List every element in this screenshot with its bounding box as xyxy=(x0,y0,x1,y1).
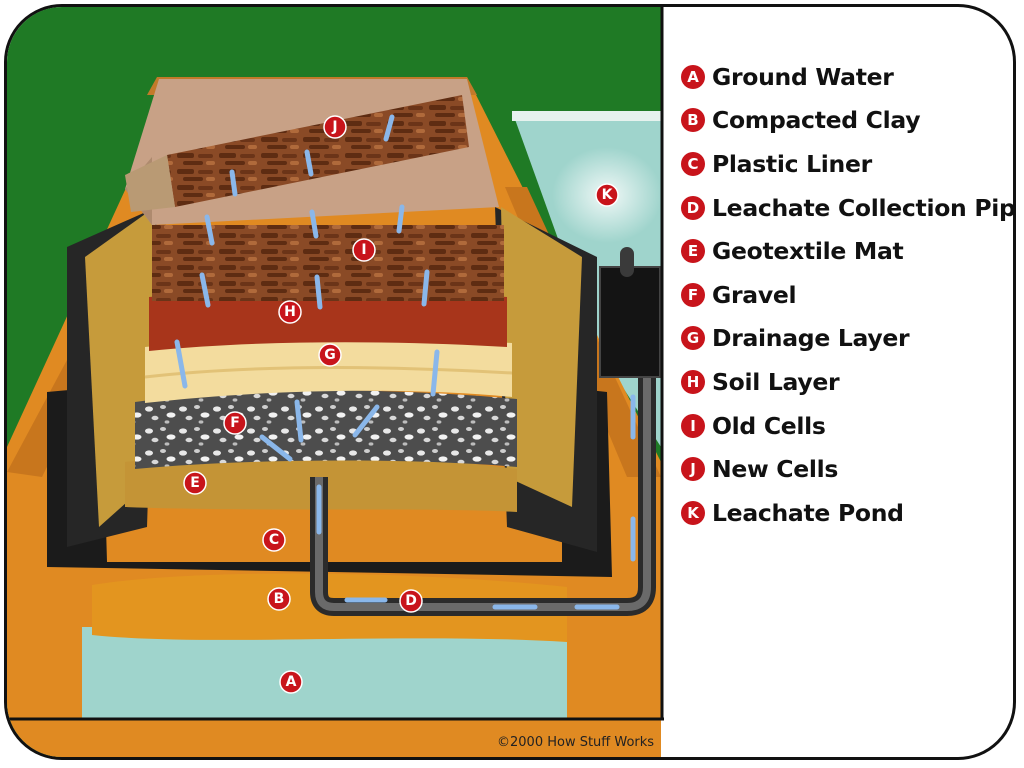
plastic-liner xyxy=(47,387,612,577)
svg-text:I: I xyxy=(361,242,366,258)
legend-item-b: B Compacted Clay xyxy=(681,99,1013,143)
legend-label: Old Cells xyxy=(712,411,826,440)
legend-item-c: C Plastic Liner xyxy=(681,142,1013,186)
ground-water-layer xyxy=(82,627,567,719)
badge-g: G xyxy=(318,343,342,367)
landfill-cross-section: K J I H G F E C B D A xyxy=(7,7,664,757)
legend-badge: A xyxy=(681,64,705,89)
inner-wall-right xyxy=(501,207,582,507)
legend-badge: J xyxy=(681,457,705,482)
legend-label: Geotextile Mat xyxy=(712,237,904,266)
legend-badge: G xyxy=(681,326,705,351)
legend-badge: F xyxy=(681,282,705,307)
legend-label: Plastic Liner xyxy=(712,149,872,178)
legend-item-h: H Soil Layer xyxy=(681,360,1013,404)
legend-item-g: G Drainage Layer xyxy=(681,317,1013,361)
legend-badge: B xyxy=(681,108,705,133)
svg-text:C: C xyxy=(269,532,279,548)
legend-label: Soil Layer xyxy=(712,367,840,396)
svg-text:A: A xyxy=(286,674,297,690)
svg-text:B: B xyxy=(274,591,285,607)
legend-badge: D xyxy=(681,195,705,220)
badge-f: F xyxy=(223,411,247,435)
flow-arrows xyxy=(174,114,636,610)
gravel-layer xyxy=(135,390,517,469)
legend-label: Leachate Collection Pipe xyxy=(712,193,1016,222)
legend-item-a: A Ground Water xyxy=(681,55,1013,99)
legend-label: Ground Water xyxy=(712,62,894,91)
soil-layer xyxy=(149,291,507,351)
svg-text:F: F xyxy=(230,415,240,431)
legend-badge: E xyxy=(681,239,705,264)
legend-item-i: I Old Cells xyxy=(681,404,1013,448)
badge-d: D xyxy=(399,589,423,613)
svg-text:D: D xyxy=(405,593,417,609)
legend-label: Compacted Clay xyxy=(712,106,921,135)
legend-label: Drainage Layer xyxy=(712,324,910,353)
badge-h: H xyxy=(278,300,302,324)
badge-e: E xyxy=(183,471,207,495)
legend-label: Gravel xyxy=(712,280,797,309)
svg-text:E: E xyxy=(190,475,200,491)
svg-text:G: G xyxy=(324,347,336,363)
legend-label: Leachate Pond xyxy=(712,498,904,527)
badge-k: K xyxy=(595,183,619,207)
svg-text:J: J xyxy=(331,119,337,135)
badge-i: I xyxy=(352,238,376,262)
legend-label: New Cells xyxy=(712,455,839,484)
copyright-text: ©2000 How Stuff Works xyxy=(497,735,655,750)
legend-item-e: E Geotextile Mat xyxy=(681,229,1013,273)
legend-item-f: F Gravel xyxy=(681,273,1013,317)
badge-j: J xyxy=(323,115,347,139)
svg-text:K: K xyxy=(602,187,614,203)
legend-badge: I xyxy=(681,413,705,438)
badge-b: B xyxy=(267,587,291,611)
drainage-layer xyxy=(145,337,512,403)
badge-c: C xyxy=(262,528,286,552)
svg-text:H: H xyxy=(284,304,296,320)
legend-badge: K xyxy=(681,500,705,525)
badge-a: A xyxy=(279,670,303,694)
new-cells-layer xyxy=(167,95,469,207)
legend-item-k: K Leachate Pond xyxy=(681,491,1013,535)
legend-badge: H xyxy=(681,369,705,394)
legend-item-d: D Leachate Collection Pipe xyxy=(681,186,1016,230)
pump-box xyxy=(599,266,661,378)
legend-badge: C xyxy=(681,151,705,176)
legend-item-j: J New Cells xyxy=(681,447,1013,491)
